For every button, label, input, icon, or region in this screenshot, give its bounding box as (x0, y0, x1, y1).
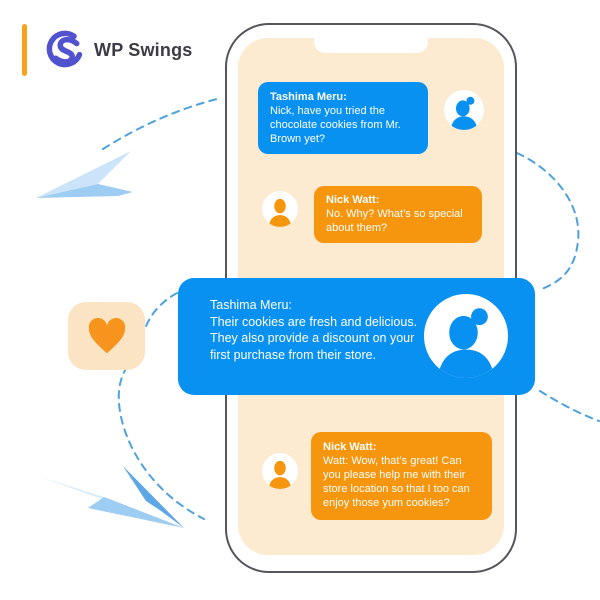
wp-swings-logo: WP Swings (22, 24, 192, 76)
message-text: Their cookies are fresh and delicious. T… (210, 314, 418, 362)
chat-bubble: Nick Watt: Watt: Wow, that’s great! Can … (311, 432, 492, 520)
chat-bubble: Tashima Meru: Nick, have you tried the c… (258, 82, 428, 154)
brand-name: WP Swings (94, 39, 193, 60)
chat-bubble-highlighted: Tashima Meru: Their cookies are fresh an… (178, 278, 535, 395)
avatar-female-icon (444, 90, 484, 130)
sender-name: Tashima Meru: (210, 298, 292, 312)
message-text: Watt: Wow, that’s great! Can you please … (323, 455, 470, 509)
dashed-flight-path (102, 97, 222, 150)
message-text: No. Why? What’s so special about them? (326, 208, 463, 234)
wp-swings-swirl-icon (46, 30, 83, 68)
paper-plane-icon (40, 466, 184, 528)
heart-reaction-card (68, 302, 145, 370)
message-text: Nick, have you tried the chocolate cooki… (270, 105, 401, 145)
chat-bubble: Nick Watt: No. Why? What’s so special ab… (314, 186, 482, 243)
avatar-male-icon (262, 191, 298, 227)
heart-icon (88, 317, 125, 354)
phone-notch (314, 38, 428, 53)
sender-name: Nick Watt: (326, 194, 380, 206)
dashed-flight-path (539, 390, 600, 422)
sender-name: Tashima Meru: (270, 91, 347, 103)
dashed-flight-path (516, 152, 580, 291)
avatar-female-icon (424, 294, 508, 378)
sender-name: Nick Watt: (323, 441, 377, 453)
avatar-male-icon (262, 453, 298, 489)
paper-plane-icon (36, 151, 133, 198)
dashed-flight-path (117, 292, 205, 520)
logo-accent-bar (22, 24, 27, 76)
